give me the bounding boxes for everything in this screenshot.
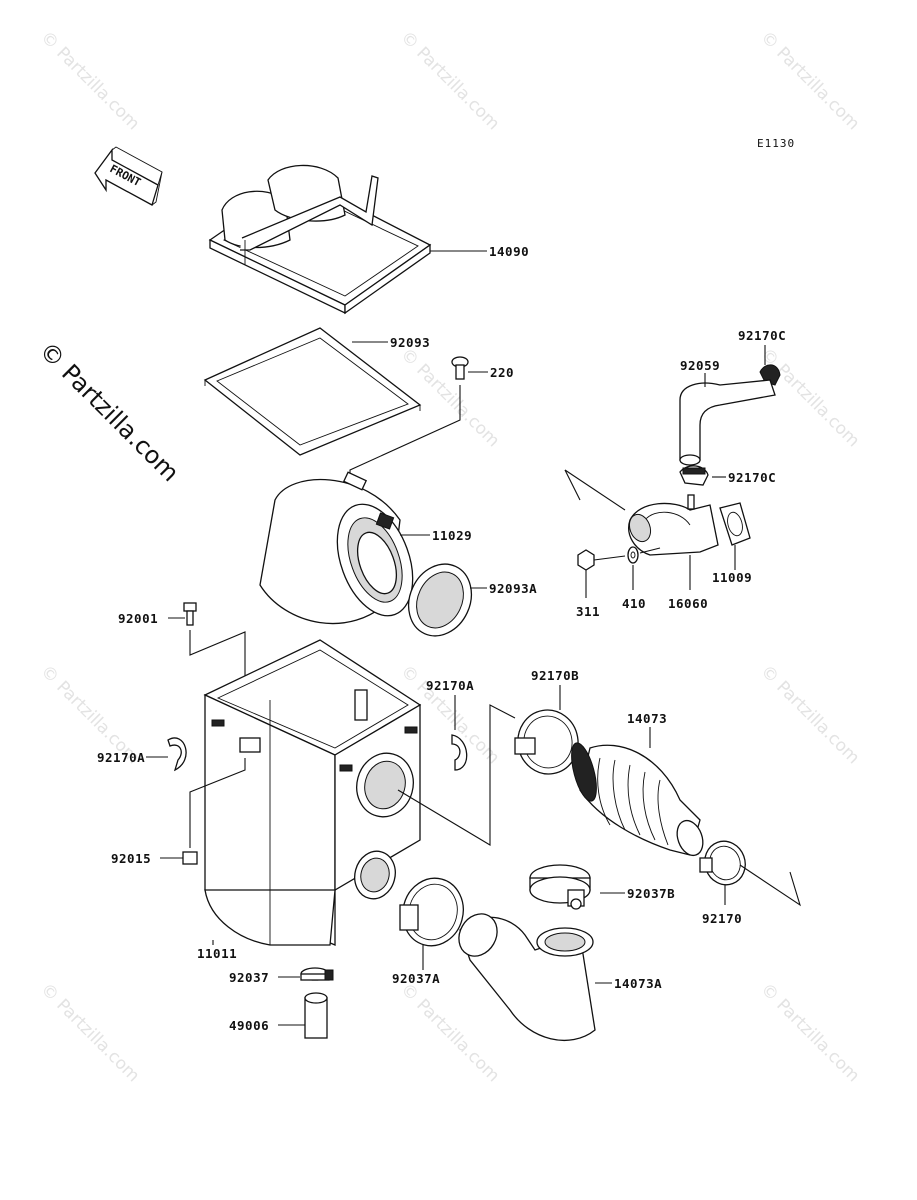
watermark-lower-right: © Partzilla.com bbox=[756, 661, 863, 768]
label-92170: 92170 bbox=[702, 911, 742, 926]
label-92037: 92037 bbox=[229, 970, 269, 985]
label-92093: 92093 bbox=[390, 335, 430, 350]
diagram-code: E1130 bbox=[757, 137, 795, 150]
label-92170B: 92170B bbox=[531, 668, 579, 683]
label-14073A: 14073A bbox=[614, 976, 662, 991]
duct-14073A bbox=[458, 913, 596, 1042]
label-92037B: 92037B bbox=[627, 886, 675, 901]
ring-92093A bbox=[407, 563, 473, 637]
watermark-top-center: © Partzilla.com bbox=[396, 27, 503, 134]
label-311: 311 bbox=[576, 604, 600, 619]
drain-49006 bbox=[304, 992, 328, 1039]
label-11009: 11009 bbox=[712, 570, 752, 585]
gasket bbox=[203, 327, 422, 456]
watermark-bottom-right: © Partzilla.com bbox=[756, 979, 863, 1086]
label-14090: 14090 bbox=[489, 244, 529, 259]
watermark-bottom-left: © Partzilla.com bbox=[36, 979, 143, 1086]
label-92170A-right: 92170A bbox=[426, 678, 474, 693]
label-92015: 92015 bbox=[111, 851, 151, 866]
label-92037A: 92037A bbox=[392, 971, 440, 986]
label-92170C-top: 92170C bbox=[738, 328, 786, 343]
manifold-16060 bbox=[564, 469, 719, 556]
label-92170C-mid: 92170C bbox=[728, 470, 776, 485]
label-92093A: 92093A bbox=[489, 581, 537, 596]
bolt-92001 bbox=[183, 602, 197, 626]
hose-92059 bbox=[679, 379, 776, 466]
gasket-11009 bbox=[719, 502, 751, 546]
label-14073: 14073 bbox=[627, 711, 667, 726]
clamp-92170A-right bbox=[451, 734, 468, 771]
watermark-mid-right: © Partzilla.com bbox=[756, 344, 863, 451]
part-labels: 14090 92093 220 11029 92093A 92001 92170… bbox=[97, 244, 786, 1033]
label-49006: 49006 bbox=[229, 1018, 269, 1033]
band-92037A bbox=[399, 877, 464, 947]
band-92170B bbox=[514, 709, 579, 775]
watermark-mid-center: © Partzilla.com bbox=[396, 344, 503, 451]
front-arrow-icon: FRONT bbox=[94, 146, 163, 206]
watermark-top-right: © Partzilla.com bbox=[756, 27, 863, 134]
label-92059: 92059 bbox=[680, 358, 720, 373]
label-92170A-left: 92170A bbox=[97, 750, 145, 765]
label-11011: 11011 bbox=[197, 946, 237, 961]
label-16060: 16060 bbox=[668, 596, 708, 611]
clamp-92037B bbox=[529, 864, 591, 910]
label-11029: 11029 bbox=[432, 528, 472, 543]
label-410: 410 bbox=[622, 596, 646, 611]
nut-311 bbox=[577, 549, 595, 571]
label-92001: 92001 bbox=[118, 611, 158, 626]
clamp-92170A-left bbox=[167, 737, 187, 772]
air-cleaner-case bbox=[203, 639, 422, 946]
watermark-top-left: © Partzilla.com bbox=[36, 27, 143, 134]
air-filter-element bbox=[259, 471, 414, 625]
clamp-92037 bbox=[300, 967, 334, 981]
band-92170 bbox=[699, 840, 746, 886]
side-copyright: © Partzilla.com bbox=[34, 336, 185, 487]
boot-14073 bbox=[571, 742, 704, 857]
watermark-bottom-center: © Partzilla.com bbox=[396, 979, 503, 1086]
air-cleaner-cover bbox=[208, 164, 432, 315]
washer-410 bbox=[627, 546, 639, 564]
clamp-92170C-mid bbox=[679, 465, 709, 486]
nut-92015 bbox=[182, 851, 198, 865]
screw-220 bbox=[451, 356, 469, 380]
label-220: 220 bbox=[490, 365, 514, 380]
